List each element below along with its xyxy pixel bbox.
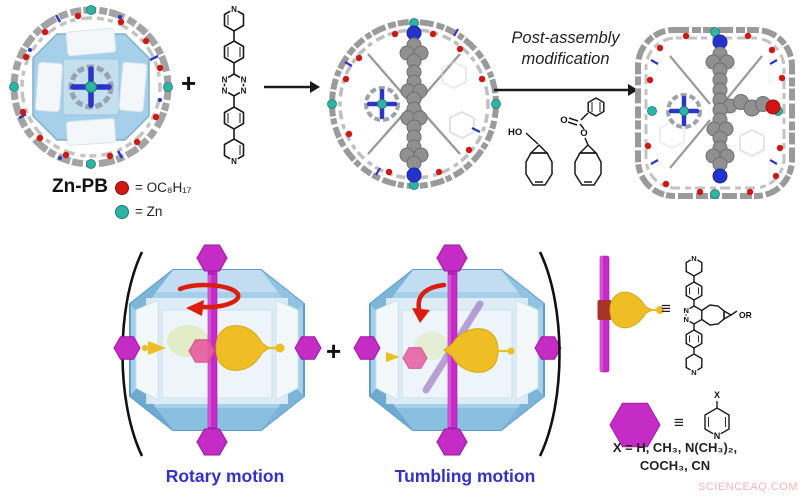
rotator-teardrop [443,328,499,373]
tetrazine-n2: N [241,76,247,85]
rotary-cage-illustration [113,244,322,456]
reaction-arrow-2 [494,84,638,96]
guest-molecule [399,25,429,183]
porphyrin-center [364,86,400,122]
x-substituent-label: X [714,390,720,400]
pyridazine-n2: N [683,315,688,324]
zn-dot-icon [115,204,129,219]
substituent-line1: X = H, CH₃, N(CH₃)₂, [612,440,738,455]
stopper-hexagons [113,244,322,456]
tetrazine-ligand-structure: N N N N N N [220,4,248,166]
stopper-n-label: N [714,431,721,441]
guest-pink-hexagon [402,347,428,369]
tumbling-motion-label: Tumbling motion [394,466,536,486]
red-dot-icon [115,180,129,195]
host-guest-cage-illustration [327,18,501,190]
stopper-hexagons [353,244,562,456]
porphyrin-center [666,93,702,129]
teardrop-icon [609,291,654,329]
rotator-n-top: N [691,254,696,263]
substituent-definition: X = H, CH₃, N(CH₃)₂, COCH₃, CN [585,439,765,475]
post-assembly-line2: modification [521,49,610,68]
tetrazine-n3: N [222,87,228,96]
substituent-line2: COCH₃, CN [639,458,711,473]
zn-atoms [327,18,501,190]
legend-row-red: = OC₈H₁₇ [115,180,191,195]
red-band [597,300,612,320]
rotary-motion-label: Rotary motion [165,466,285,486]
bracket-right [538,251,561,457]
nitrogen-blue-marks [344,28,481,176]
zn-dot-label: = Zn [135,204,163,219]
ho-label: HO [508,127,522,138]
red-dot-label: = OC₈H₁₇ [135,180,192,195]
or-label: OR [739,310,752,320]
equiv-sign-stopper: ≡ [674,413,684,432]
rotator-chemical-structure: N N N N OR [682,254,752,377]
tetrazine-n1: N [222,76,228,85]
znpb-cage-illustration [9,5,173,169]
nitrogen-blue-marks [650,59,778,165]
tumbling-arrowhead [412,308,430,323]
rotator-legend-icon [597,255,664,373]
post-assembly-line1: Post-assembly [511,29,620,47]
bcn-reagent-structures: HO O O [508,97,605,186]
benzoate-oxygen-sphere [765,99,781,115]
stopper-chemical-structure: X N [704,390,730,441]
ligand-n-bottom: N [231,157,237,166]
plus-sign-top: + [181,68,197,98]
ligand-n-top: N [231,5,237,14]
modified-guest-molecule [705,34,781,184]
left-stopper-cone [386,352,400,362]
watermark: SCIENCEAQ.COM [698,481,799,493]
alkoxy-red-dots [19,12,164,160]
modified-cage-illustration [635,27,795,199]
rotation-arrow [177,282,241,310]
porphyrin-center [68,64,114,110]
cage-name-label: Zn-PB [52,176,108,197]
post-assembly-text: Post-assembly modification [488,28,643,69]
ester-o-label: O [580,128,587,139]
legend-row-zn: = Zn [115,204,162,219]
left-stopper-cone [148,341,166,355]
rotation-arrowhead [186,300,204,316]
reaction-arrow-1 [264,81,320,93]
carbonyl-o-label: O [560,115,567,126]
pyridazine-n1: N [683,306,688,315]
guest-pink-hexagon [188,339,216,363]
plus-sign-bottom: + [326,336,342,366]
equiv-sign-rotator: ≡ [661,299,671,318]
alkoxy-red-dots [644,32,786,196]
tumbling-cage-illustration [353,244,562,456]
stopper-legend-hexagon [609,402,661,448]
nitrogen-blue-marks [18,14,162,160]
tetrazine-n4: N [241,87,247,96]
alkoxy-red-dots [342,30,486,176]
zn-atoms [9,5,173,169]
rotator-n-bottom: N [691,368,696,377]
